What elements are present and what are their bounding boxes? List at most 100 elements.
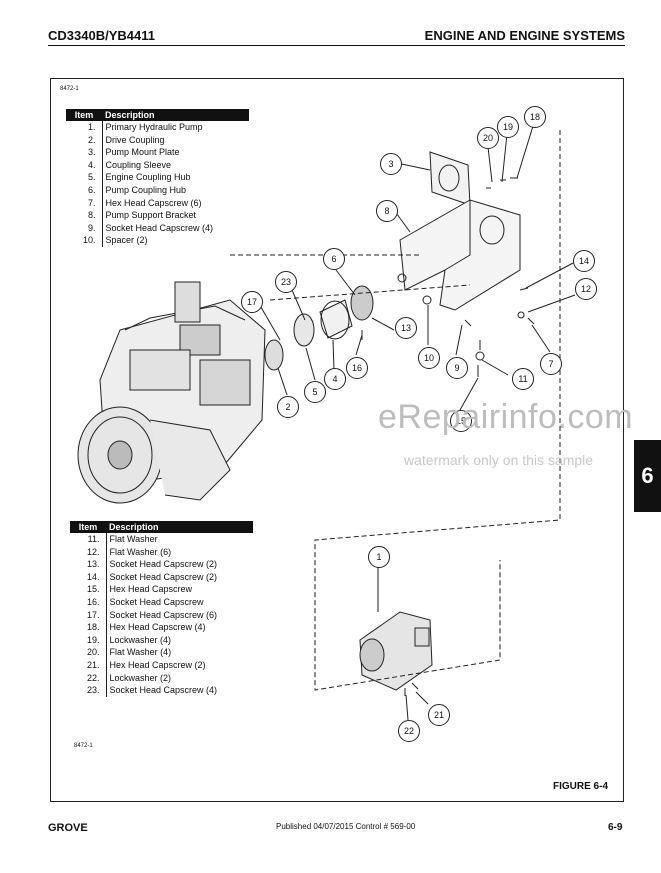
item-description: Drive Coupling bbox=[105, 134, 165, 145]
callout-18: 18 bbox=[524, 106, 546, 128]
callout-4: 4 bbox=[324, 368, 346, 390]
watermark-site: eRepairinfo.com bbox=[378, 398, 634, 436]
table-row: 13.Socket Head Capscrew (2) bbox=[70, 558, 253, 571]
item-number: 9. bbox=[66, 221, 103, 235]
item-description: Primary Hydraulic Pump bbox=[105, 122, 203, 132]
callout-22: 22 bbox=[398, 720, 420, 742]
engine-illustration bbox=[77, 281, 266, 504]
section-title: ENGINE AND ENGINE SYSTEMS bbox=[424, 28, 625, 43]
footer-brand: GROVE bbox=[48, 822, 88, 834]
column-header-description: Description bbox=[106, 521, 253, 533]
table-row: 22.Lockwasher (2) bbox=[70, 671, 253, 685]
table-row: 18.Hex Head Capscrew (4) bbox=[70, 621, 253, 634]
callout-7: 7 bbox=[540, 353, 562, 375]
item-description: Engine Coupling Hub bbox=[105, 172, 191, 183]
item-number: 3. bbox=[66, 146, 103, 159]
item-number: 18. bbox=[70, 621, 107, 634]
table-row: 14.Socket Head Capscrew (2) bbox=[70, 570, 253, 584]
callout-19: 19 bbox=[497, 116, 519, 138]
item-number: 8. bbox=[66, 209, 103, 222]
figure-id-bottom: 8472-1 bbox=[74, 743, 93, 749]
item-number: 12. bbox=[70, 545, 107, 559]
callout-17: 17 bbox=[241, 291, 263, 313]
column-header-description: Description bbox=[102, 109, 249, 121]
item-number: 14. bbox=[70, 570, 107, 584]
table-row: 16.Socket Head Capscrew bbox=[70, 595, 253, 609]
parts-table-upper: Item Description 1.Primary Hydraulic Pum… bbox=[66, 109, 249, 247]
item-number: 1. bbox=[66, 121, 103, 134]
page-number: 6-9 bbox=[608, 822, 623, 833]
item-description: Hex Head Capscrew (4) bbox=[109, 622, 206, 633]
item-number: 22. bbox=[70, 671, 107, 685]
item-description: Socket Head Capscrew (2) bbox=[109, 571, 218, 582]
table-row: 7.Hex Head Capscrew (6) bbox=[66, 196, 249, 210]
table-row: 20.Flat Washer (4) bbox=[70, 646, 253, 659]
item-number: 11. bbox=[70, 533, 107, 546]
callout-8: 8 bbox=[376, 200, 398, 222]
item-description: Socket Head Capscrew (2) bbox=[109, 559, 218, 570]
item-number: 2. bbox=[66, 133, 103, 147]
callout-15: 15 bbox=[450, 410, 472, 432]
callout-1: 1 bbox=[368, 546, 390, 568]
column-header-item: Item bbox=[70, 521, 106, 533]
callout-5: 5 bbox=[304, 381, 326, 403]
item-number: 4. bbox=[66, 158, 103, 172]
table-row: 3.Pump Mount Plate bbox=[66, 146, 249, 159]
item-description: Socket Head Capscrew (4) bbox=[105, 222, 214, 233]
item-number: 13. bbox=[70, 558, 107, 571]
callout-9: 9 bbox=[446, 357, 468, 379]
item-description: Hex Head Capscrew bbox=[109, 584, 193, 595]
table-row: 6.Pump Coupling Hub bbox=[66, 183, 249, 197]
table-row: 19.Lockwasher (4) bbox=[70, 633, 253, 647]
item-description: Socket Head Capscrew (4) bbox=[109, 685, 218, 696]
item-number: 17. bbox=[70, 608, 107, 622]
table-row: 10.Spacer (2) bbox=[66, 234, 249, 247]
item-number: 15. bbox=[70, 583, 107, 596]
item-description: Pump Mount Plate bbox=[105, 147, 180, 158]
figure-frame bbox=[50, 78, 624, 802]
item-description: Pump Support Bracket bbox=[105, 210, 197, 221]
callout-23: 23 bbox=[275, 271, 297, 293]
item-number: 20. bbox=[70, 646, 107, 659]
table-row: 2.Drive Coupling bbox=[66, 133, 249, 147]
figure-caption: FIGURE 6-4 bbox=[553, 781, 609, 792]
callout-6: 6 bbox=[323, 248, 345, 270]
table-row: 1.Primary Hydraulic Pump bbox=[66, 121, 249, 134]
table-row: 17.Socket Head Capscrew (6) bbox=[70, 608, 253, 622]
item-description: Flat Washer (6) bbox=[109, 546, 172, 557]
section-tab: 6 bbox=[634, 440, 661, 512]
item-number: 23. bbox=[70, 684, 107, 697]
item-description: Hex Head Capscrew (2) bbox=[109, 659, 206, 670]
table-row: 23.Socket Head Capscrew (4) bbox=[70, 684, 253, 697]
item-number: 6. bbox=[66, 183, 103, 197]
item-description: Socket Head Capscrew (6) bbox=[109, 609, 218, 620]
callout-12: 12 bbox=[575, 278, 597, 300]
item-description: Lockwasher (2) bbox=[109, 672, 172, 683]
table-row: 5.Engine Coupling Hub bbox=[66, 171, 249, 184]
callout-2: 2 bbox=[277, 396, 299, 418]
item-number: 16. bbox=[70, 595, 107, 609]
footer-publish-info: Published 04/07/2015 Control # 569-00 bbox=[276, 822, 416, 831]
callout-11: 11 bbox=[512, 368, 534, 390]
item-description: Spacer (2) bbox=[105, 235, 148, 246]
item-number: 10. bbox=[66, 234, 103, 247]
item-description: Flat Washer bbox=[109, 534, 158, 544]
table-row: 8.Pump Support Bracket bbox=[66, 209, 249, 222]
item-number: 5. bbox=[66, 171, 103, 184]
table-row: 21.Hex Head Capscrew (2) bbox=[70, 658, 253, 672]
callout-13: 13 bbox=[395, 317, 417, 339]
table-row: 4.Coupling Sleeve bbox=[66, 158, 249, 172]
column-header-item: Item bbox=[66, 109, 102, 121]
item-description: Socket Head Capscrew bbox=[109, 596, 204, 607]
callout-14: 14 bbox=[573, 250, 595, 272]
document-code: CD3340B/YB4411 bbox=[48, 28, 155, 43]
callout-16: 16 bbox=[346, 357, 368, 379]
callout-3: 3 bbox=[380, 153, 402, 175]
watermark-note: watermark only on this sample bbox=[404, 452, 594, 468]
callout-20: 20 bbox=[477, 127, 499, 149]
table-row: 11.Flat Washer bbox=[70, 533, 253, 546]
item-description: Flat Washer (4) bbox=[109, 647, 172, 658]
table-row: 12.Flat Washer (6) bbox=[70, 545, 253, 559]
callout-10: 10 bbox=[418, 347, 440, 369]
